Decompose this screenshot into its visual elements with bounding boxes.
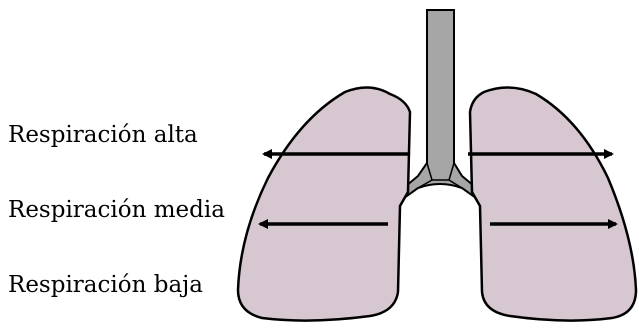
left-lung bbox=[238, 87, 410, 320]
trachea bbox=[404, 10, 476, 198]
right-lung bbox=[470, 87, 636, 320]
